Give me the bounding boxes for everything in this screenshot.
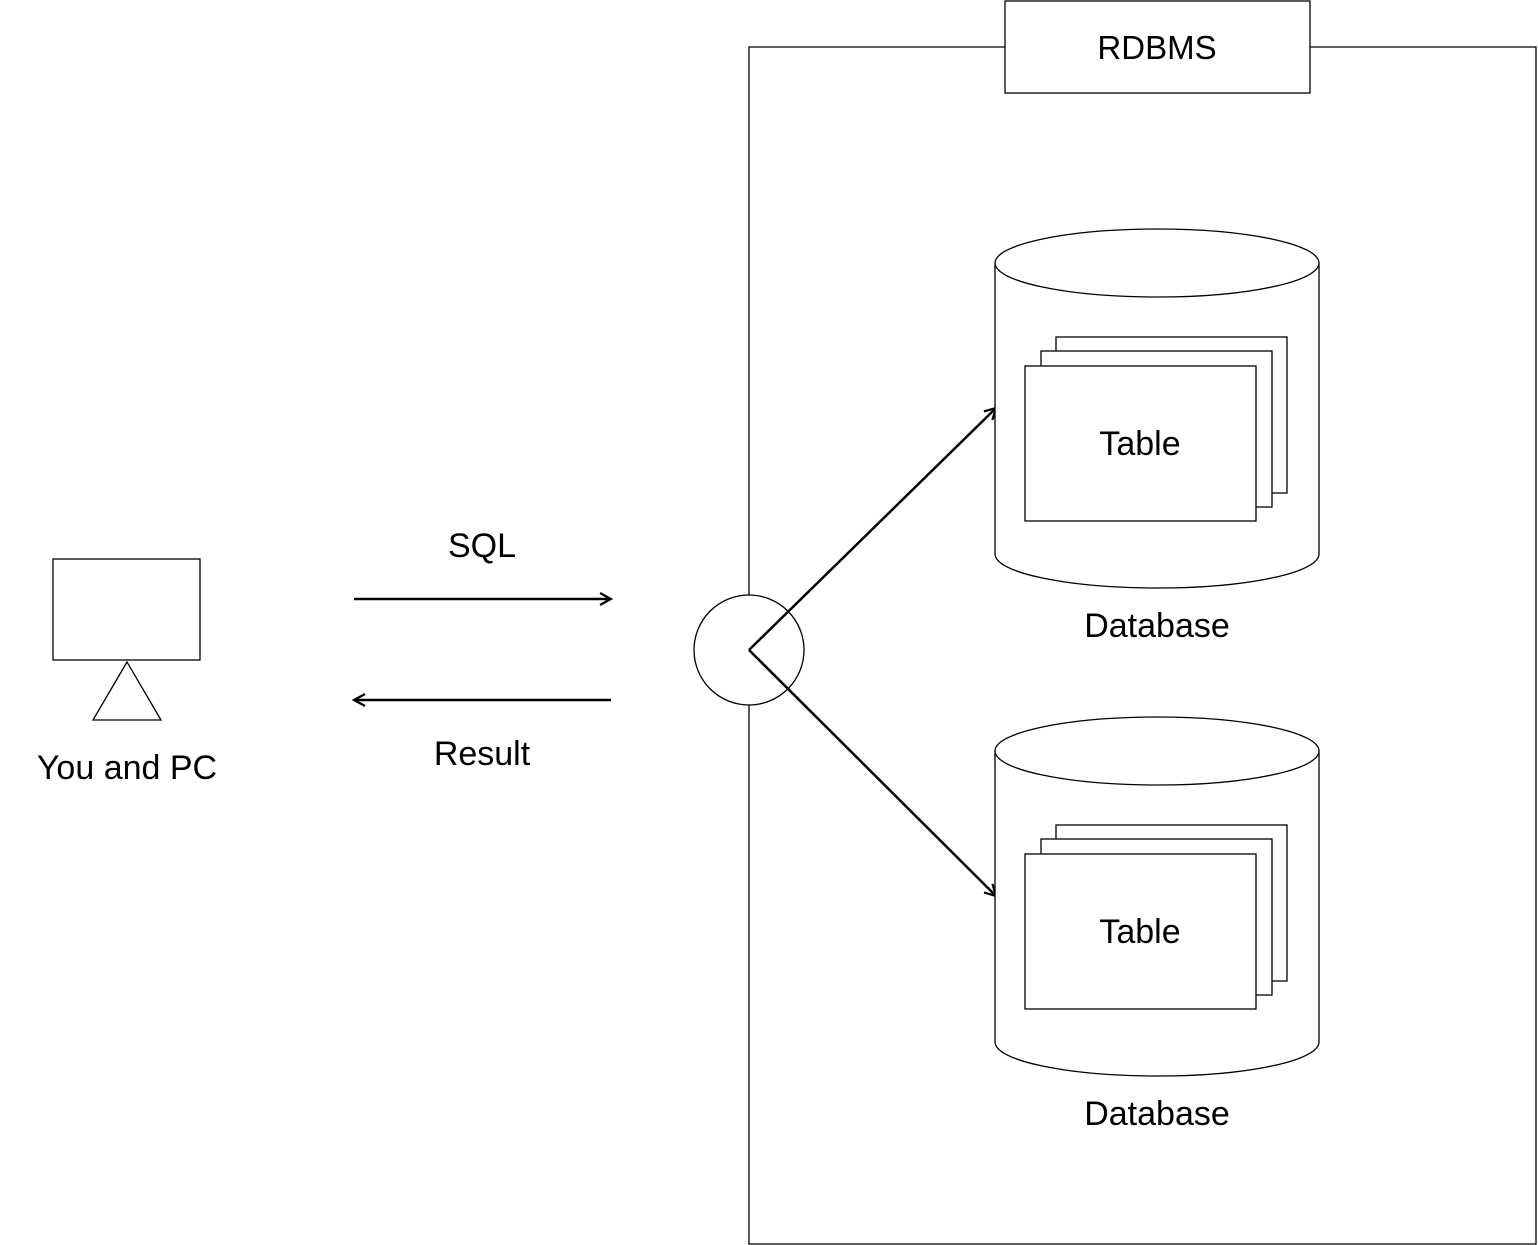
result-label: Result [434,735,531,773]
table-stack: Table [1024,824,1288,1010]
database-node: Table Database [994,716,1320,1133]
client-node: You and PC [37,558,217,787]
table-sheet-front [1024,365,1257,522]
table-stack: Table [1024,336,1288,522]
monitor-shape [52,558,201,661]
result-response-connector: Result [354,700,611,773]
rdbms-container: RDBMS [748,0,1537,1245]
database-cylinder-top [994,716,1320,786]
route-arrow-db-1 [748,408,996,651]
database-cylinder-top [994,228,1320,298]
client-label: You and PC [37,749,217,787]
table-label: Table [1099,913,1180,951]
table-sheet-front [1024,853,1257,1010]
sql-label: SQL [448,527,516,565]
database-label: Database [1084,607,1230,645]
route-arrow-db-2 [748,649,996,896]
rdbms-label: RDBMS [1097,29,1216,66]
database-label: Database [1084,1095,1230,1133]
table-label: Table [1099,425,1180,463]
database-node: Table Database [994,228,1320,645]
stand-shape [91,660,163,721]
sql-request-connector: SQL [354,527,611,599]
rdbms-border [748,46,1537,1245]
routing-connectors [748,408,996,896]
computer-user-icon [52,558,201,721]
rdbms-header-box [1004,0,1311,94]
